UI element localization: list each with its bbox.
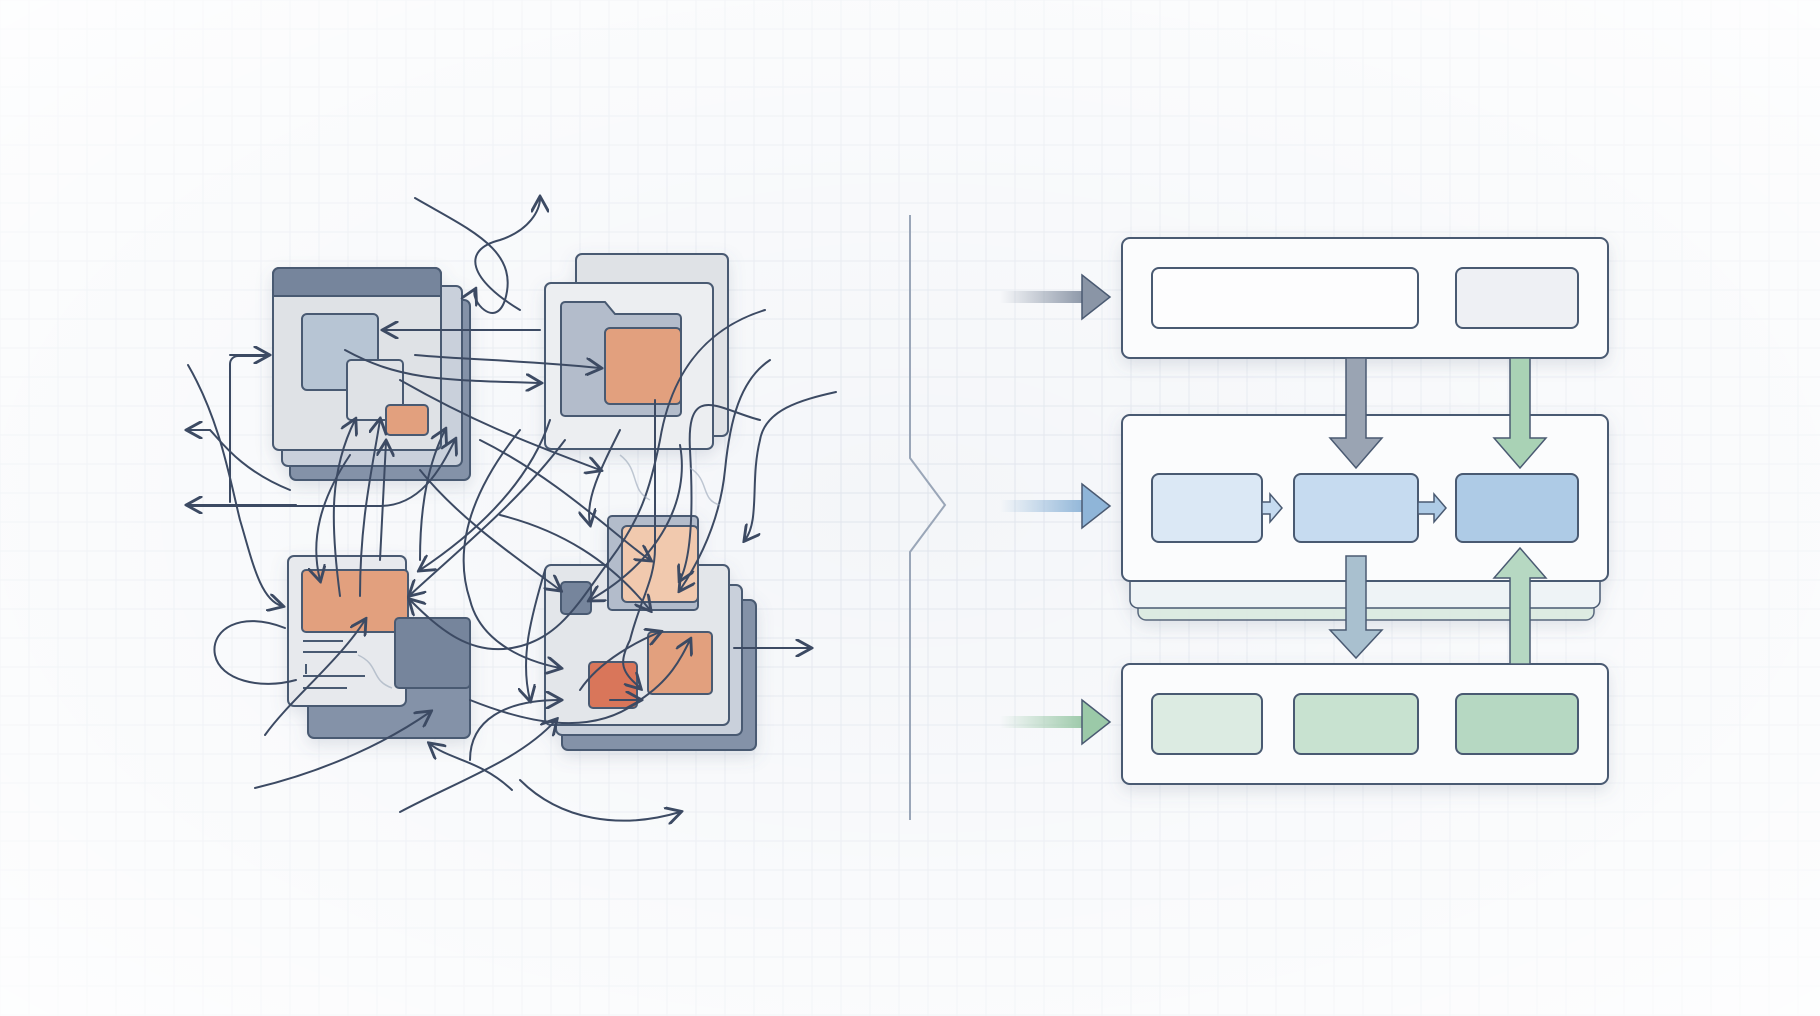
layer-bottom xyxy=(1121,663,1609,785)
arrow-down-icon xyxy=(1328,357,1384,470)
flow-arrow-middle-to-bottom xyxy=(1328,555,1384,660)
arrow-down-icon xyxy=(1492,357,1548,470)
arrow-down-icon xyxy=(1328,555,1384,660)
arrow-right-icon xyxy=(1081,482,1112,530)
layer-box xyxy=(1293,473,1419,543)
folder-stack-bottom-right xyxy=(544,515,757,751)
divider-chevron xyxy=(909,215,947,820)
layer-box xyxy=(1151,693,1263,755)
faint-strokes xyxy=(357,454,721,689)
window-titlebar xyxy=(272,267,442,297)
orange-tile xyxy=(588,661,638,709)
layer-top xyxy=(1121,237,1609,359)
flow-arrow-top-to-middle-gray xyxy=(1328,357,1384,470)
chevron-right-icon xyxy=(909,215,947,820)
arrow-right-icon xyxy=(1261,491,1283,525)
arrow-right-icon xyxy=(1417,491,1447,525)
orange-tile xyxy=(385,404,429,436)
flow-arrow-bottom-to-middle xyxy=(1492,546,1548,665)
incoming-arrow-middle xyxy=(1000,482,1112,530)
layer-box xyxy=(1455,693,1579,755)
layer-box xyxy=(1293,693,1419,755)
document-stack-bottom-left xyxy=(287,555,471,739)
arrow-right-icon xyxy=(1081,273,1112,321)
orange-tile xyxy=(301,569,409,633)
text-lines xyxy=(303,640,365,689)
tangled-connectors xyxy=(188,198,837,821)
flow-arrow-top-to-middle-green xyxy=(1492,357,1548,470)
arrow-up-icon xyxy=(1492,546,1548,665)
window-stack-top-left xyxy=(272,267,471,481)
layer-box xyxy=(1455,473,1579,543)
layer-box xyxy=(1151,473,1263,543)
arrow-right-icon xyxy=(1081,698,1112,746)
orange-tile xyxy=(604,327,682,405)
layer-box xyxy=(1455,267,1579,329)
tangled-cluster xyxy=(188,198,837,821)
folder-stack-top-right xyxy=(544,253,729,450)
layer-box xyxy=(1151,267,1419,329)
incoming-arrow-bottom xyxy=(1000,698,1112,746)
incoming-arrow-top xyxy=(1000,273,1112,321)
layered-architecture xyxy=(1000,237,1609,785)
